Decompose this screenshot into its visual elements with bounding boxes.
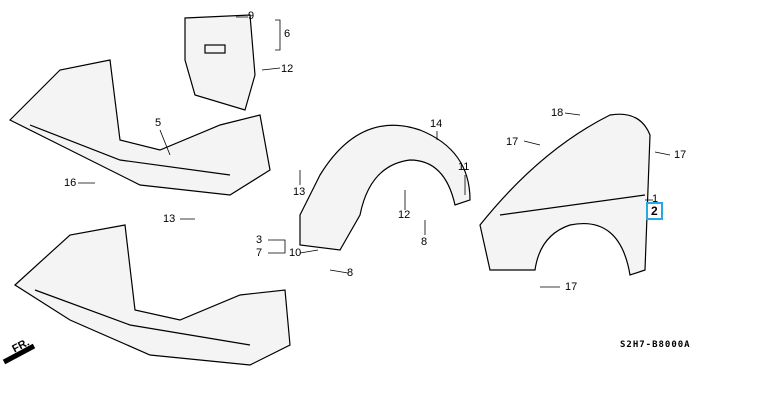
upper-splash-shield bbox=[8, 59, 271, 196]
inner-fender bbox=[299, 124, 471, 251]
callout-9[interactable]: 9 bbox=[248, 10, 255, 22]
callout-3[interactable]: 3 bbox=[256, 234, 263, 246]
callout-5[interactable]: 5 bbox=[155, 117, 162, 129]
callout-17[interactable]: 17 bbox=[506, 136, 519, 148]
callout-2-highlighted[interactable]: 2 bbox=[646, 202, 663, 220]
callout-7[interactable]: 7 bbox=[256, 247, 263, 259]
callout-14[interactable]: 14 bbox=[430, 118, 443, 130]
callout-1[interactable]: 1 bbox=[652, 193, 659, 205]
callout-8[interactable]: 8 bbox=[421, 236, 428, 248]
callout-16[interactable]: 16 bbox=[64, 177, 77, 189]
callout-6[interactable]: 6 bbox=[284, 28, 291, 40]
fr-arrow bbox=[2, 343, 36, 365]
side-cover bbox=[184, 14, 256, 111]
callout-17[interactable]: 17 bbox=[565, 281, 578, 293]
callout-18[interactable]: 18 bbox=[551, 107, 564, 119]
callout-12[interactable]: 12 bbox=[398, 209, 411, 221]
diagram-code: S2H7-B8000A bbox=[620, 340, 691, 350]
leader-lines bbox=[78, 16, 671, 288]
callout-12[interactable]: 12 bbox=[281, 63, 294, 75]
callout-13[interactable]: 13 bbox=[293, 186, 306, 198]
lower-splash-shield bbox=[14, 224, 291, 366]
front-fender bbox=[479, 113, 651, 276]
callout-17[interactable]: 17 bbox=[674, 149, 687, 161]
callout-13[interactable]: 13 bbox=[163, 213, 176, 225]
callout-8[interactable]: 8 bbox=[347, 267, 354, 279]
callout-10[interactable]: 10 bbox=[289, 247, 302, 259]
callout-11[interactable]: 11 bbox=[458, 161, 470, 173]
